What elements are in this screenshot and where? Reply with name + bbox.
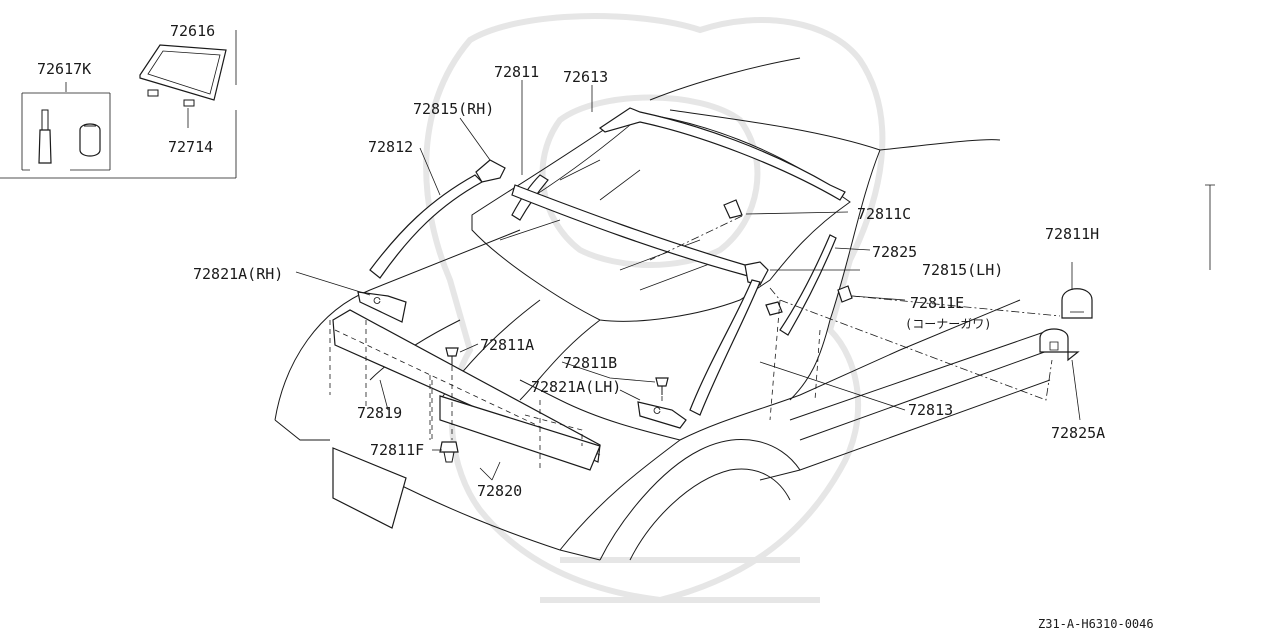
car-body (274, 57, 1051, 561)
diagram-id: Z31-A-H6310-0046 (1038, 617, 1154, 631)
watermark-emblem (423, 13, 886, 604)
cover-72821A-RH (357, 291, 407, 323)
roof-molding-72613 (598, 107, 846, 201)
pillar-molding-72813 (689, 279, 761, 416)
label-72811F: 72811F (370, 441, 424, 459)
label-72714: 72714 (168, 138, 213, 156)
label-72811: 72811 (494, 63, 539, 81)
label-72819: 72819 (357, 404, 402, 422)
label-72617K: 72617K (37, 60, 91, 78)
pillar-molding-72825 (779, 234, 837, 336)
clip-72811F (439, 441, 459, 463)
molding-72811 (511, 174, 749, 277)
leader-lines (295, 80, 1215, 481)
corner-piece-72815RH (475, 159, 506, 183)
label-72825: 72825 (872, 243, 917, 261)
label-72815-RH: 72815(RH) (413, 100, 494, 118)
clip-72811B (655, 377, 669, 395)
label-72811H: 72811H (1045, 225, 1099, 243)
label-72811B: 72811B (563, 354, 617, 372)
label-72613: 72613 (563, 68, 608, 86)
label-72821A-RH: 72821A(RH) (193, 265, 283, 283)
panel-72820-front (329, 320, 583, 470)
seal-72811H (1061, 288, 1093, 319)
label-72820: 72820 (477, 482, 522, 500)
clip-72811C (723, 199, 743, 219)
label-72616: 72616 (170, 22, 215, 40)
label-72821A-LH: 72821A(LH) (531, 378, 621, 396)
cover-72821A-LH (637, 401, 687, 429)
label-72811A: 72811A (480, 336, 534, 354)
clip-72811E (765, 285, 853, 316)
label-72812: 72812 (368, 138, 413, 156)
inset-72616-frame (0, 30, 237, 179)
seal-72825A (1039, 328, 1080, 362)
windshield-glass (471, 111, 851, 322)
corner-piece-72815LH (744, 261, 769, 286)
label-72811E-note: (コーナーガワ) (905, 317, 991, 331)
inset-72617K (21, 82, 111, 171)
label-72825A: 72825A (1051, 424, 1105, 442)
plate-72820 (332, 395, 601, 529)
label-72813: 72813 (908, 401, 953, 419)
label-72811E: 72811E (910, 294, 964, 312)
label-72811C: 72811C (857, 205, 911, 223)
label-72815-LH: 72815(LH) (922, 261, 1003, 279)
clip-72811A (445, 347, 459, 365)
